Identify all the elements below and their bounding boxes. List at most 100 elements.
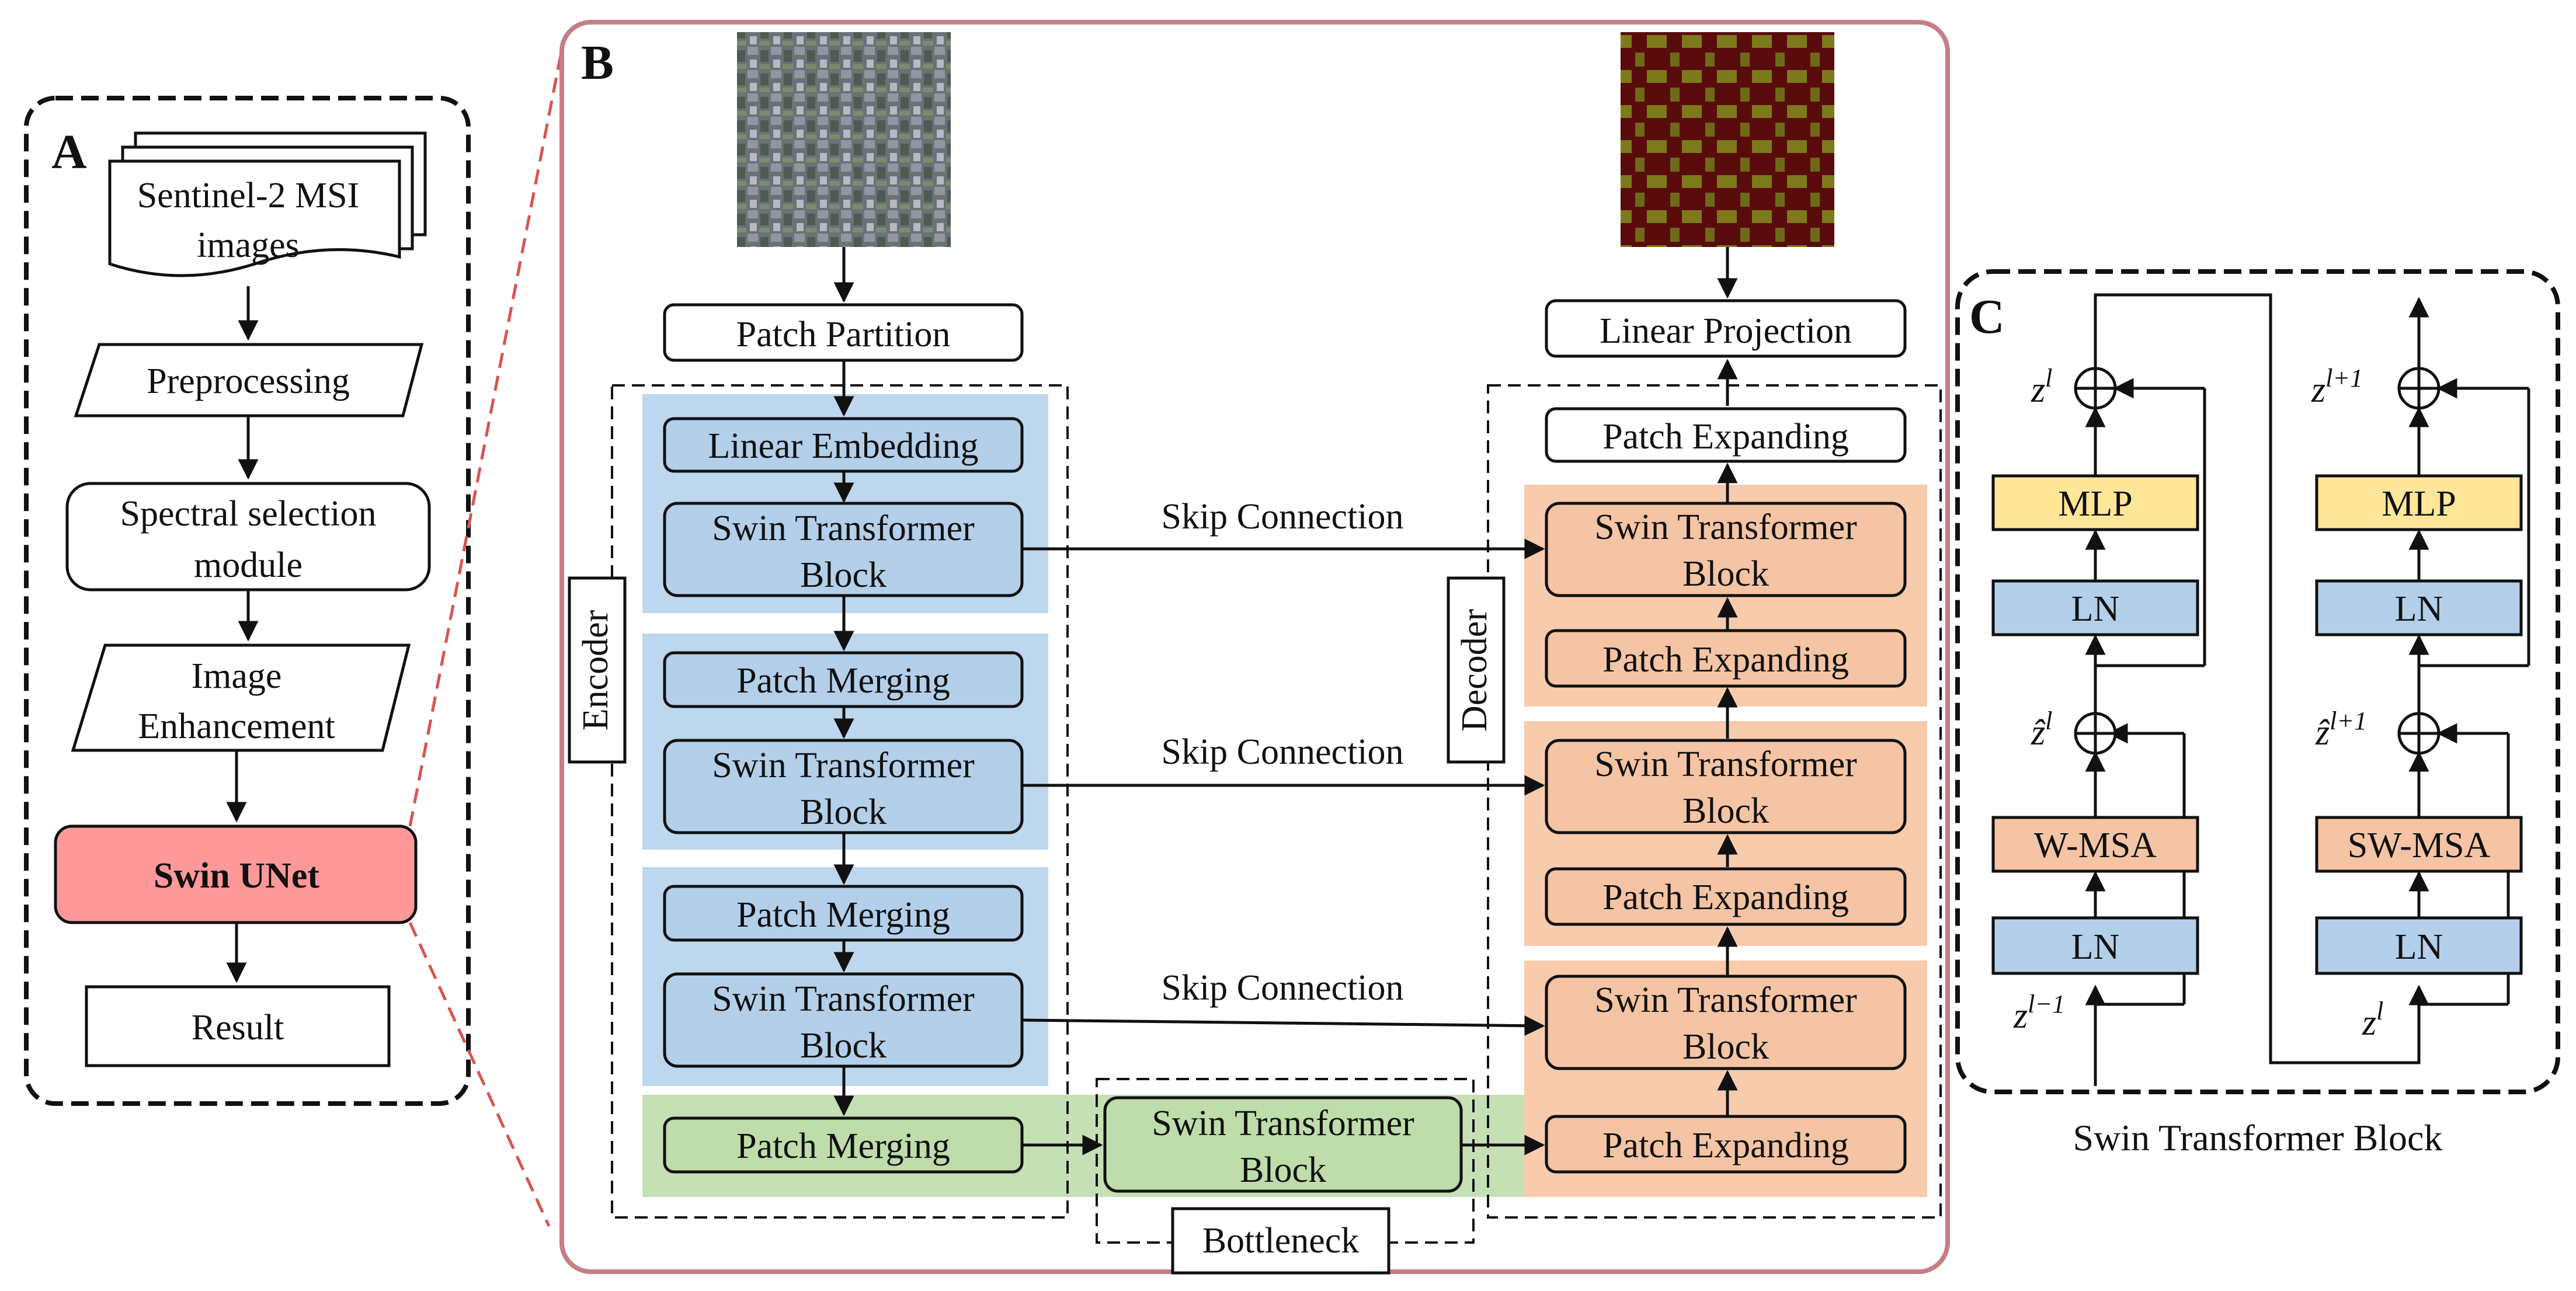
linear-projection-node: Linear Projection [1545, 299, 1907, 358]
decoder-block-2-line2: Block [1682, 791, 1769, 831]
left-add-upper-icon [2074, 367, 2117, 410]
patch-expanding-3-label: Patch Expanding [1602, 1126, 1849, 1165]
swin-unet-node: Swin UNet [54, 824, 418, 924]
patch-merging-1-label: Patch Merging [736, 661, 950, 701]
linear-embedding-label: Linear Embedding [708, 426, 978, 466]
panel-c-letter: C [1969, 290, 2005, 344]
spectral-label-line2: module [194, 545, 303, 585]
panel-b: B Patch Partition Linear Embedding [559, 20, 1950, 1275]
spectral-selection-node: Spectral selection module [65, 482, 431, 591]
decoder-block-1-line2: Block [1682, 554, 1769, 594]
swin-block-2-line2: Block [800, 792, 887, 832]
right-add-lower-icon [2397, 712, 2441, 755]
encoder-label: Encoder [576, 610, 616, 730]
swin-block-1-line2: Block [800, 555, 887, 595]
encoder-swin-block-3: Swin Transformer Block [663, 972, 1024, 1068]
result-label: Result [192, 1008, 284, 1048]
left-input-z-l-1: zl−1 [2013, 990, 2065, 1036]
encoder-label-box: Encoder [568, 576, 627, 764]
input-satellite-image [737, 32, 951, 247]
panel-c: C zl−1 LN W-MSA ẑl LN [1955, 269, 2560, 1158]
left-add-lower-icon [2074, 712, 2117, 755]
patch-expanding-1-label: Patch Expanding [1602, 640, 1849, 680]
decoder-label: Decoder [1455, 609, 1494, 732]
linear-projection-label: Linear Projection [1600, 311, 1852, 351]
enhancement-label-line1: Image [192, 656, 282, 696]
input-label-line1: Sentinel-2 MSI [137, 176, 360, 215]
swmsa-label: SW-MSA [2348, 826, 2491, 865]
panel-a: A Sentinel-2 MSI images Preprocessing Sp… [24, 96, 471, 1106]
decoder-block-2-line1: Swin Transformer [1594, 744, 1857, 784]
panel-c-caption: Swin Transformer Block [2073, 1117, 2443, 1158]
left-ln-bottom-node: LN [1991, 916, 2199, 975]
patch-expanding-3-node: Patch Expanding [1545, 1115, 1907, 1174]
swmsa-node: SW-MSA [2315, 816, 2523, 873]
right-ln-bottom-node: LN [2315, 916, 2523, 975]
left-ln-bottom-label: LN [2071, 927, 2120, 967]
swin-block-2-line1: Swin Transformer [712, 746, 975, 785]
output-mask-image [1621, 32, 1834, 247]
decoder-block-3-line2: Block [1682, 1027, 1769, 1067]
wmsa-label: W-MSA [2034, 826, 2157, 865]
input-images-node: Sentinel-2 MSI images [108, 131, 427, 277]
right-mlp-node: MLP [2315, 474, 2523, 531]
decoder-label-box: Decoder [1447, 576, 1506, 764]
left-ln-top-label: LN [2071, 589, 2120, 629]
left-z-l-label: zl [2031, 364, 2052, 410]
skip-connection-3-arrow [1021, 1015, 1545, 1036]
right-mlp-label: MLP [2382, 484, 2456, 524]
zoom-line-top [408, 55, 562, 827]
patch-merging-3-label: Patch Merging [736, 1126, 950, 1166]
left-z-hat-label: ẑl [2031, 707, 2052, 753]
enhancement-label-line2: Enhancement [138, 707, 335, 746]
left-mlp-label: MLP [2058, 484, 2132, 524]
swin-unet-label: Swin UNet [154, 856, 320, 896]
right-z-hat-label: ẑl+1 [2315, 707, 2367, 753]
wmsa-node: W-MSA [1991, 816, 2199, 873]
bottleneck-outline [1096, 1078, 1475, 1244]
panel-b-letter: B [581, 36, 614, 90]
linear-embedding-node: Linear Embedding [663, 417, 1024, 473]
patch-expanding-2-label: Patch Expanding [1602, 878, 1849, 917]
patch-partition-node: Patch Partition [663, 303, 1024, 362]
right-ln-top-label: LN [2395, 589, 2443, 629]
encoder-outline [611, 384, 1069, 1219]
preprocessing-label: Preprocessing [147, 361, 350, 401]
swin-block-1-line1: Swin Transformer [712, 509, 975, 548]
patch-merging-1-node: Patch Merging [663, 651, 1024, 708]
right-ln-top-node: LN [2315, 579, 2523, 636]
bottleneck-block-line2: Block [1240, 1150, 1326, 1190]
panel-a-letter: A [51, 125, 87, 179]
preprocessing-node: Preprocessing [74, 343, 424, 417]
decoder-block-1-line1: Swin Transformer [1594, 507, 1857, 547]
left-mlp-node: MLP [1991, 474, 2199, 531]
patch-merging-2-node: Patch Merging [663, 885, 1024, 942]
patch-expanding-top-label: Patch Expanding [1602, 417, 1849, 457]
patch-expanding-1-node: Patch Expanding [1545, 629, 1907, 688]
decoder-swin-block-1: Swin Transformer Block [1545, 502, 1907, 597]
zoom-line-bottom [408, 921, 551, 1227]
skip-connection-1-label: Skip Connection [1161, 497, 1403, 537]
patch-partition-label: Patch Partition [736, 315, 951, 354]
left-ln-top-node: LN [1991, 579, 2199, 636]
bottleneck-swin-block: Swin Transformer Block [1103, 1096, 1463, 1193]
bottleneck-block-line1: Swin Transformer [1152, 1104, 1414, 1143]
right-ln-bottom-label: LN [2395, 927, 2443, 967]
input-label-line2: images [197, 225, 300, 265]
decoder-block-3-line1: Swin Transformer [1594, 980, 1857, 1020]
patch-expanding-2-node: Patch Expanding [1545, 867, 1907, 926]
bottleneck-label-box: Bottleneck [1171, 1207, 1390, 1275]
patch-merging-2-label: Patch Merging [736, 895, 950, 935]
bottleneck-label: Bottleneck [1202, 1221, 1360, 1261]
skip-connection-2-label: Skip Connection [1161, 732, 1403, 772]
right-z-l1-label: zl+1 [2311, 364, 2363, 410]
patch-merging-3-node: Patch Merging [663, 1116, 1024, 1174]
right-input-z-l: zl [2362, 997, 2383, 1043]
decoder-outline [1487, 384, 1942, 1219]
encoder-swin-block-2: Swin Transformer Block [663, 739, 1024, 834]
swin-block-3-line1: Swin Transformer [712, 979, 975, 1019]
result-node: Result [85, 985, 391, 1067]
skip-connection-3-label: Skip Connection [1161, 968, 1403, 1008]
image-enhancement-node: Image Enhancement [71, 643, 411, 752]
